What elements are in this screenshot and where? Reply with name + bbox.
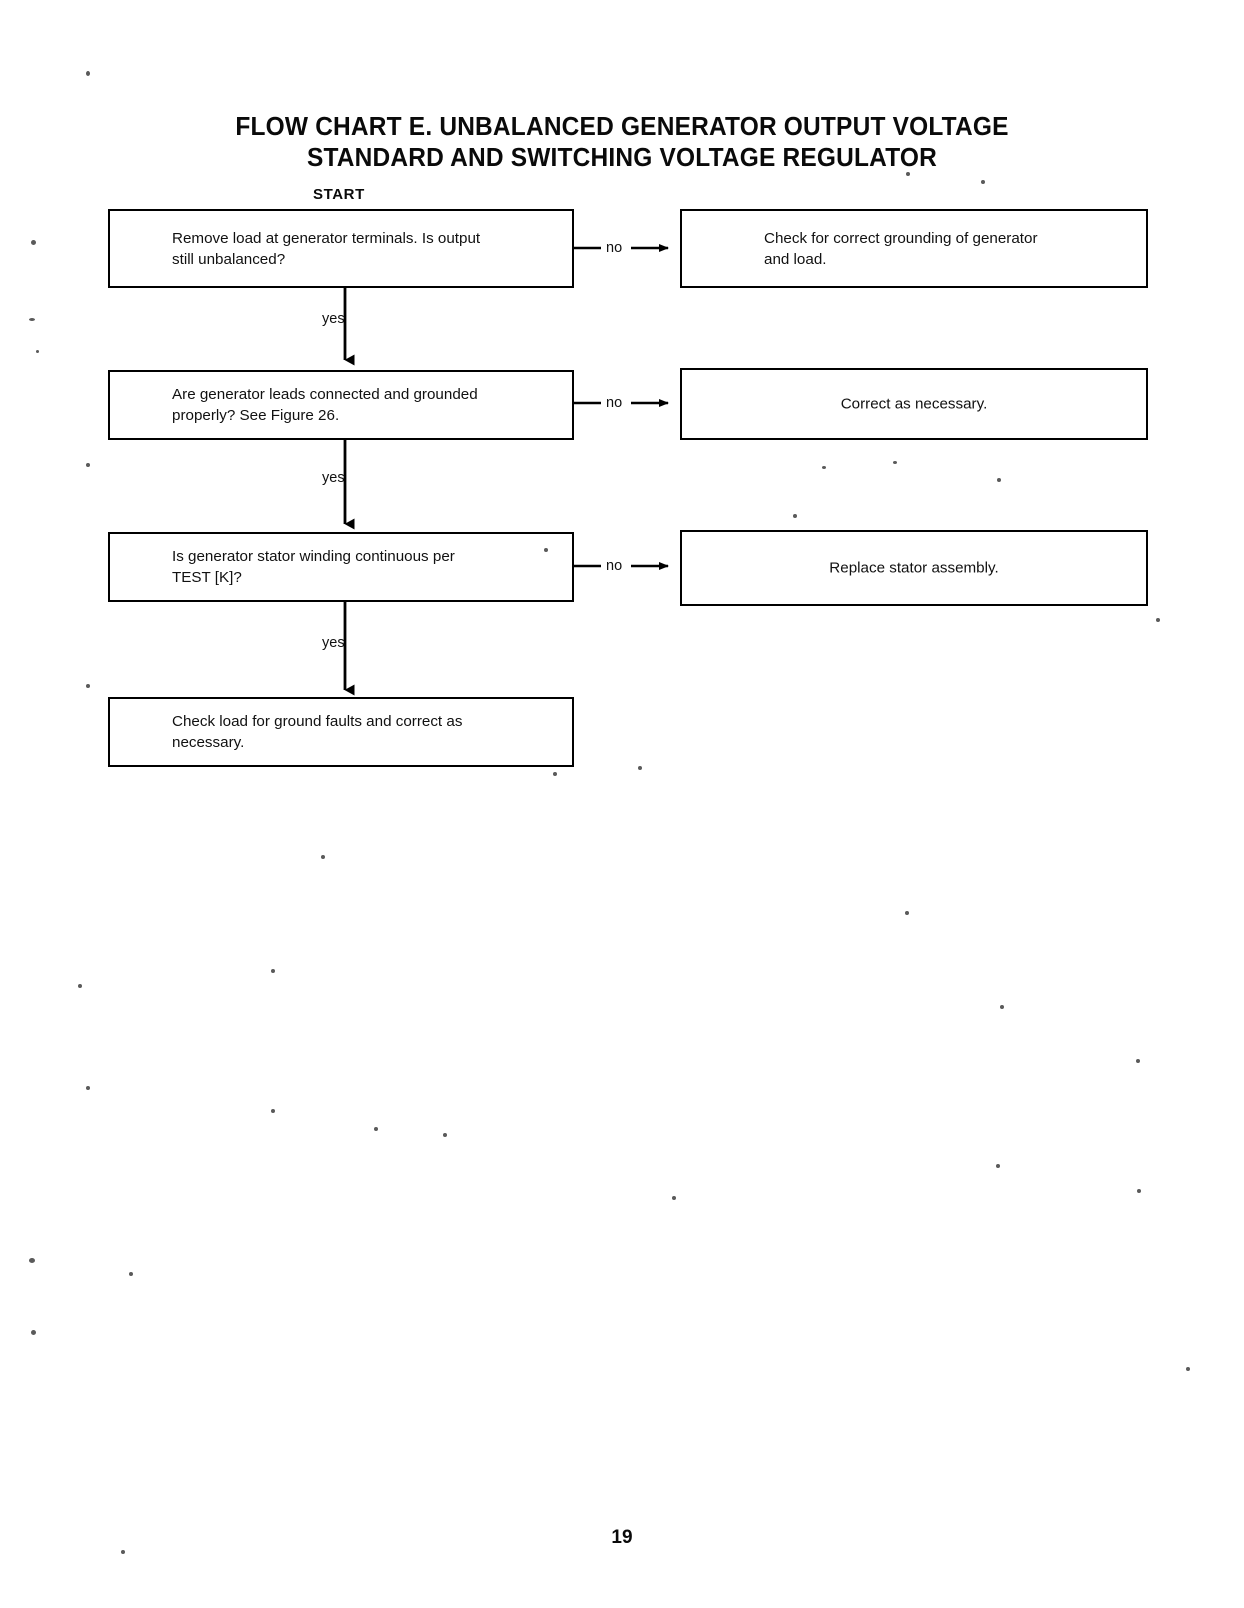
flow-node-a1-text: Check for correct grounding of generator… [764, 229, 1038, 268]
edge-label-yes-1: yes [322, 311, 345, 327]
edge-label-no-2: no [606, 395, 623, 411]
scan-speck [86, 1086, 90, 1090]
scan-speck [981, 180, 985, 184]
page-title: FLOW CHART E. UNBALANCED GENERATOR OUTPU… [0, 112, 1244, 173]
scan-speck [86, 71, 90, 76]
scan-speck [906, 172, 910, 176]
flow-node-q4: Check load for ground faults and correct… [108, 697, 574, 767]
flow-node-a2: Correct as necessary. [680, 368, 1148, 440]
edge-label-no-3: no [606, 558, 623, 574]
scan-speck [793, 514, 797, 518]
scan-speck [129, 1272, 133, 1276]
scan-speck [822, 466, 826, 469]
flow-node-a3: Replace stator assembly. [680, 530, 1148, 606]
scan-speck [1186, 1367, 1190, 1371]
scan-speck [31, 1330, 36, 1335]
scan-speck [86, 463, 90, 467]
scan-speck [121, 1550, 125, 1554]
scan-speck [271, 969, 275, 973]
scan-speck [271, 1109, 275, 1113]
title-line-1: FLOW CHART E. UNBALANCED GENERATOR OUTPU… [235, 113, 1009, 141]
edge-label-yes-3: yes [322, 635, 345, 651]
edge-label-no-1: no [606, 240, 623, 256]
flow-node-q3-text: Is generator stator winding continuous p… [172, 548, 455, 586]
scan-speck [1000, 1005, 1004, 1009]
flow-node-q1-text: Remove load at generator terminals. Is o… [172, 229, 481, 268]
page-number: 19 [611, 1527, 633, 1548]
scan-speck [86, 684, 90, 688]
scan-speck [996, 1164, 1000, 1168]
scan-speck [1156, 618, 1160, 622]
start-label: START [313, 186, 365, 203]
scan-speck [78, 984, 82, 988]
scan-speck [321, 855, 325, 859]
flow-node-a1: Check for correct grounding of generator… [680, 209, 1148, 288]
scan-speck [905, 911, 909, 915]
edge-label-yes-2: yes [322, 470, 345, 486]
scan-speck [29, 1258, 35, 1263]
scan-speck [893, 461, 897, 464]
scan-speck [997, 478, 1001, 482]
flow-node-q1: Remove load at generator terminals. Is o… [108, 209, 574, 288]
flow-node-q4-text: Check load for ground faults and correct… [172, 713, 463, 751]
scan-speck [553, 772, 557, 776]
scan-speck [443, 1133, 447, 1137]
scan-speck [29, 318, 35, 321]
flow-node-a3-text: Replace stator assembly. [829, 559, 999, 577]
scan-speck [31, 240, 36, 245]
scan-speck [36, 350, 39, 353]
scan-speck [1136, 1059, 1140, 1063]
scan-speck [374, 1127, 378, 1131]
scan-speck [672, 1196, 676, 1200]
flow-node-q3: Is generator stator winding continuous p… [108, 532, 574, 602]
scan-speck [544, 548, 548, 552]
scan-speck [638, 766, 642, 770]
flow-node-q2: Are generator leads connected and ground… [108, 370, 574, 440]
flow-node-a2-text: Correct as necessary. [840, 395, 988, 413]
flow-node-q2-text: Are generator leads connected and ground… [172, 386, 478, 424]
title-line-2: STANDARD AND SWITCHING VOLTAGE REGULATOR [306, 144, 938, 172]
scan-speck [1137, 1189, 1141, 1193]
